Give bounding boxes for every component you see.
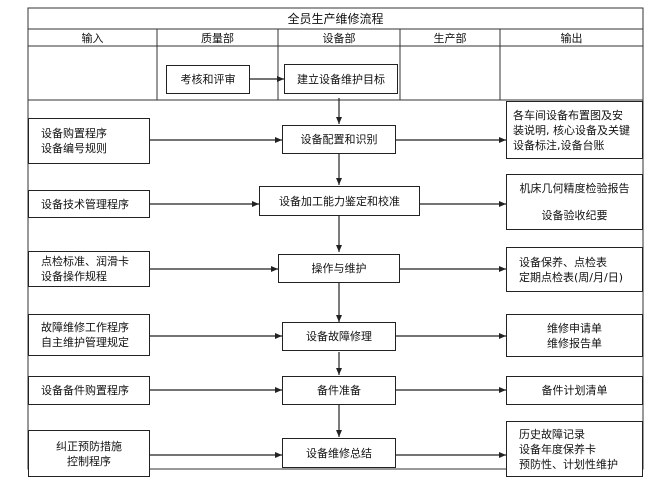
output-spares-box: 备件计划清单	[506, 376, 643, 405]
output-operate-line: 设备保养、点检表	[519, 255, 607, 269]
output-fault-line: 维修报告单	[547, 336, 602, 350]
input-fault-line: 自主维护管理规定	[41, 336, 129, 349]
step-summary-label: 设备维修总结	[306, 446, 372, 460]
step-fault-label: 设备故障修理	[306, 330, 372, 343]
output-capability-line: 设备验收纪要	[541, 209, 608, 222]
output-summary-box: 历史故障记录 设备年度保养卡 预防性、计划性维护	[506, 421, 643, 477]
input-config-line: 设备购置程序	[41, 127, 107, 140]
column-header-output: 输出	[560, 31, 583, 45]
output-config-line: 装说明, 核心设备及关键	[513, 123, 630, 137]
assess-review-label: 考核和评审	[180, 73, 236, 86]
input-spares-box: 设备备件购置程序	[28, 376, 150, 405]
input-config-box: 设备购置程序 设备编号规则	[28, 118, 150, 164]
diagram-title: 全员生产维修流程	[287, 12, 384, 26]
output-capability-box: 机床几何精度检验报告 设备验收纪要	[506, 174, 643, 230]
input-capability-line: 设备技术管理程序	[41, 197, 129, 211]
column-header-input: 输入	[81, 31, 104, 45]
input-fault-box: 故障维修工作程序 自主维护管理规定	[28, 314, 150, 356]
output-config-line: 各车间设备布置图及安	[513, 108, 623, 122]
step-capability-box: 设备加工能力鉴定和校准	[259, 186, 420, 216]
output-capability-line: 机床几何精度检验报告	[519, 182, 630, 195]
input-operate-box: 点检标准、润滑卡 设备操作规程	[28, 251, 150, 287]
input-config-line: 设备编号规则	[41, 142, 107, 155]
step-capability-label: 设备加工能力鉴定和校准	[279, 194, 400, 208]
output-config-line: 设备标注,设备台账	[513, 138, 605, 152]
assess-review-box: 考核和评审	[166, 65, 250, 94]
output-fault-line: 维修申请单	[547, 321, 602, 335]
step-spares-label: 备件准备	[317, 384, 361, 397]
header-table	[27, 7, 644, 470]
column-header-quality: 质量部	[201, 31, 234, 45]
output-summary-line: 预防性、计划性维护	[519, 457, 618, 471]
input-fault-line: 故障维修工作程序	[41, 321, 129, 334]
output-summary-line: 历史故障记录	[519, 427, 585, 441]
input-spares-line: 设备备件购置程序	[41, 384, 129, 397]
input-capability-box: 设备技术管理程序	[28, 190, 150, 218]
step-operate-label: 操作与维护	[311, 262, 367, 275]
input-operate-line: 点检标准、润滑卡	[41, 255, 129, 268]
input-summary-line: 控制程序	[67, 454, 111, 468]
column-header-equipment: 设备部	[322, 31, 356, 45]
step-goal-label: 建立设备维护目标	[297, 72, 385, 86]
step-summary-box: 设备维修总结	[282, 438, 396, 468]
output-spares-line: 备件计划清单	[541, 384, 608, 397]
output-config-box: 各车间设备布置图及安 装说明, 核心设备及关键 设备标注,设备台账	[506, 101, 643, 159]
step-config-label: 设备配置和识别	[300, 133, 378, 146]
output-operate-line: 定期点检表(周/月/日)	[519, 270, 623, 284]
step-spares-box: 备件准备	[282, 376, 396, 405]
input-summary-line: 纠正预防措施	[56, 439, 122, 453]
output-summary-line: 设备年度保养卡	[519, 442, 596, 456]
step-operate-box: 操作与维护	[278, 254, 400, 283]
input-operate-line: 设备操作规程	[41, 270, 107, 283]
output-operate-box: 设备保养、点检表 定期点检表(周/月/日)	[506, 247, 643, 292]
output-fault-box: 维修申请单 维修报告单	[506, 314, 643, 357]
step-fault-box: 设备故障修理	[282, 322, 396, 351]
step-config-box: 设备配置和识别	[282, 125, 396, 154]
input-summary-box: 纠正预防措施 控制程序	[28, 430, 150, 477]
column-header-production: 生产部	[433, 31, 467, 45]
step-goal-box: 建立设备维护目标	[284, 64, 398, 94]
